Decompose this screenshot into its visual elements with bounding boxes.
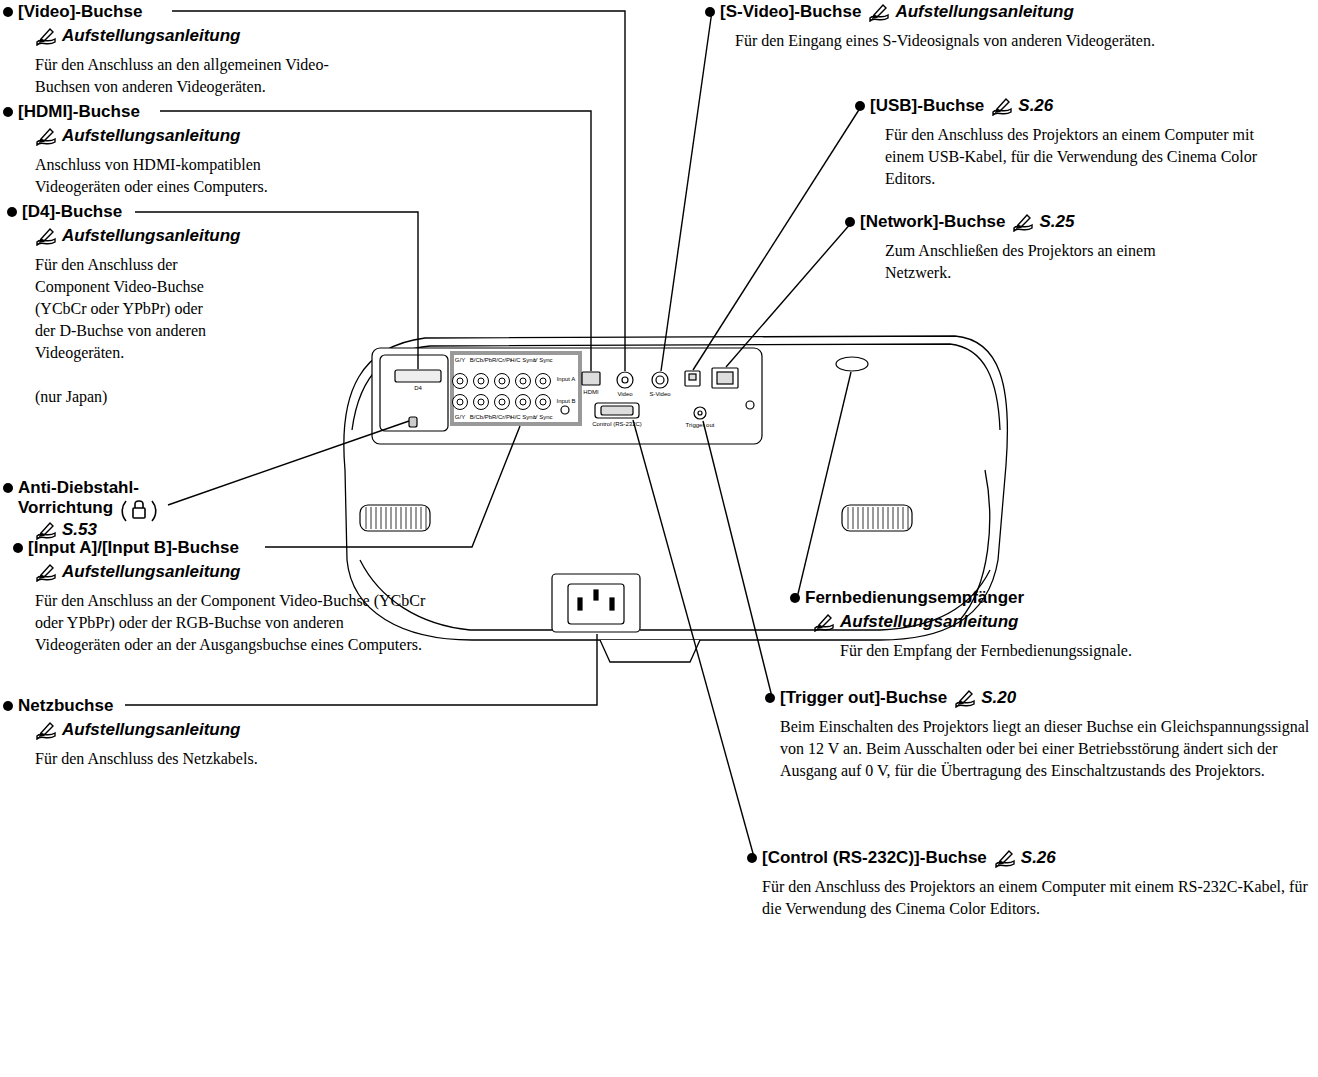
reference-icon [991, 96, 1015, 116]
page-reference: S.53 [62, 520, 97, 540]
panel-label: Input A [557, 376, 576, 383]
page-reference: S.26 [1021, 848, 1056, 868]
reference-icon [35, 226, 59, 246]
port-heading: [D4]-Buchse [22, 202, 122, 222]
description-text: Für den Anschluss des Netzkabels. [35, 748, 435, 770]
page-reference: Aufstellungsanleitung [62, 562, 241, 582]
description-text: Für den Anschluss des Projektors an eine… [885, 124, 1295, 190]
page-reference: Aufstellungsanleitung [840, 612, 1019, 632]
component-jacks [453, 374, 551, 410]
reference-icon [813, 612, 837, 632]
bullet-dot [3, 701, 13, 711]
panel-label: V Sync [533, 357, 552, 364]
port-heading: Fernbedienungsempfänger [805, 588, 1024, 608]
panel-label: G/Y [455, 414, 465, 421]
panel-label: D4 [414, 385, 422, 392]
panel-label: Trigger out [686, 422, 715, 429]
description-text: Für den Anschluss der Component Video-Bu… [35, 254, 213, 364]
remote-receiver [836, 357, 868, 371]
description-text: Für den Empfang der Fernbedienungssignal… [840, 640, 1310, 662]
reference-icon [35, 720, 59, 740]
panel-label: H/C Sync [510, 357, 535, 364]
adjustable-foot [360, 505, 912, 531]
port-heading: [HDMI]-Buchse [18, 102, 140, 122]
page-reference: Aufstellungsanleitung [62, 226, 241, 246]
page-reference: S.25 [1039, 212, 1074, 232]
port-heading: [S-Video]-Buchse [720, 2, 861, 22]
bullet-dot [855, 101, 865, 111]
bullet-dot [765, 693, 775, 703]
panel-label: S-Video [649, 391, 670, 398]
port-heading: [Control (RS-232C)]-Buchse [762, 848, 987, 868]
panel-label: R/Cr/Pr [492, 414, 512, 421]
description-text: Für den Anschluss des Projektors an eine… [762, 876, 1314, 920]
port-heading: [Input A]/[Input B]-Buchse [28, 538, 239, 558]
reference-icon [35, 562, 59, 582]
panel-label: G/Y [455, 357, 465, 364]
description-text: Anschluss von HDMI-kompatiblen Videogerä… [35, 154, 335, 198]
port-heading: [USB]-Buchse [870, 96, 984, 116]
bullet-dot [3, 483, 13, 493]
panel-label: R/Cr/Pr [492, 357, 512, 364]
panel-label: V Sync [533, 414, 552, 421]
panel-label: B/Cb/Pb [470, 414, 492, 421]
description-text: Zum Anschließen des Projektors an einem … [885, 240, 1175, 284]
panel-label: Control (RS-232C) [592, 421, 642, 428]
description-text: Für den Eingang eines S-Videosignals von… [735, 30, 1155, 52]
panel-label: Video [617, 391, 632, 398]
panel-label: HDMI [583, 389, 598, 396]
page-reference: S.20 [981, 688, 1016, 708]
reference-icon [35, 126, 59, 146]
port-heading: [Video]-Buchse [18, 2, 142, 22]
page-reference: Aufstellungsanleitung [62, 26, 241, 46]
bullet-dot [13, 543, 23, 553]
bullet-dot [845, 217, 855, 227]
reference-icon [35, 26, 59, 46]
reference-icon [1012, 212, 1036, 232]
description-text: (nur Japan) [35, 386, 107, 408]
port-heading: [Network]-Buchse [860, 212, 1005, 232]
port-heading: Netzbuchse [18, 696, 113, 716]
page-reference: Aufstellungsanleitung [895, 2, 1074, 22]
bullet-dot [747, 853, 757, 863]
reference-icon [35, 520, 59, 540]
bullet-dot [705, 7, 715, 17]
bullet-dot [3, 7, 13, 17]
power-inlet [552, 574, 640, 632]
port-heading: [Trigger out]-Buchse [780, 688, 947, 708]
reference-icon [994, 848, 1018, 868]
reference-icon [954, 688, 978, 708]
bullet-dot [7, 207, 17, 217]
panel-label: H/C Sync [510, 414, 535, 421]
description-text: Beim Einschalten des Projektors liegt an… [780, 716, 1318, 782]
bullet-dot [790, 593, 800, 603]
panel-label: Input B [556, 398, 575, 405]
description-text: Für den Anschluss an der Component Video… [35, 590, 430, 656]
rear-panel [372, 348, 762, 444]
page-reference: S.26 [1018, 96, 1053, 116]
page-reference: Aufstellungsanleitung [62, 126, 241, 146]
reference-icon [868, 2, 892, 22]
port-heading: Anti-Diebstahl-Vorrichtung [18, 478, 148, 518]
panel-label: B/Cb/Pb [470, 357, 492, 364]
bullet-dot [3, 107, 13, 117]
lock-symbol [122, 501, 156, 521]
description-text: Für den Anschluss an den allgemeinen Vid… [35, 54, 365, 98]
page-reference: Aufstellungsanleitung [62, 720, 241, 740]
